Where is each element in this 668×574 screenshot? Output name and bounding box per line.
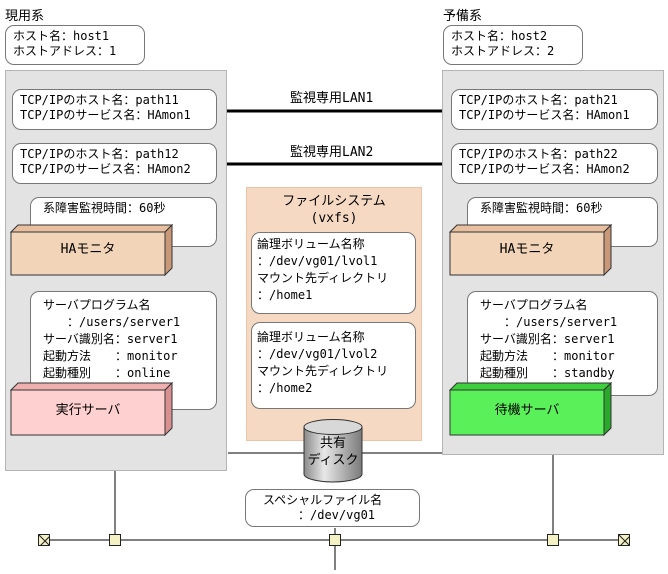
standby-host-info: ホスト名：host2 ホストアドレス：2: [443, 25, 583, 65]
standby-path2-service: TCP/IPのサービス名：HAmon2: [459, 162, 630, 176]
filesystem-type: (vxfs): [310, 211, 358, 226]
active-path2-box: TCP/IPのホスト名：path12 TCP/IPのサービス名：HAmon2: [12, 143, 217, 184]
volume2-box: 論理ボリューム名称 ：/dev/vg01/lvol2 マウント先ディレクトリ ：…: [251, 322, 416, 409]
shared-disk-label-2: ディスク: [307, 453, 359, 468]
standby-server-line-4: 起動方法 ：monitor: [480, 349, 615, 363]
left-terminator-icon: [38, 534, 50, 546]
shared-disk-label-1: 共有: [319, 436, 346, 451]
active-path2-host: TCP/IPのホスト名：path12: [20, 147, 179, 161]
lan1-label: 監視専用LAN1: [290, 91, 374, 106]
special-file-box: スペシャルファイル名 ：/dev/vg01: [245, 489, 420, 527]
active-ha-monitor-block: [10, 224, 174, 276]
active-ha-monitor-label: HAモニタ: [60, 242, 116, 257]
active-server-line-2: ：/users/server1: [43, 315, 181, 329]
standby-system-label: 予備系: [443, 9, 483, 24]
volume1-line-4: ：/home1: [257, 288, 313, 302]
volume2-line-1: 論理ボリューム名称: [257, 330, 365, 344]
active-failure-time: 系障害監視時間：60秒: [43, 201, 166, 215]
standby-server-line-5: 起動種別 ：standby: [480, 366, 615, 380]
standby-server-info-box: サーバプログラム名 ：/users/server1 サーバ識別名：server1…: [467, 291, 658, 396]
standby-ha-monitor-label: HAモニタ: [499, 242, 555, 257]
standby-failure-time: 系障害監視時間：60秒: [480, 201, 603, 215]
active-bus-node: [109, 534, 121, 546]
volume1-box: 論理ボリューム名称 ：/dev/vg01/lvol1 マウント先ディレクトリ ：…: [251, 232, 416, 314]
volume1-line-3: マウント先ディレクトリ: [257, 271, 389, 285]
volume2-line-3: マウント先ディレクトリ: [257, 364, 389, 378]
shared-disk-icon: [303, 419, 363, 483]
volume1-line-1: 論理ボリューム名称: [257, 237, 365, 251]
volume2-line-2: ：/dev/vg01/lvol2: [257, 347, 378, 361]
disk-bus-node: [329, 534, 341, 546]
special-file-line-2: ：/dev/vg01: [298, 508, 376, 522]
lan2-label: 監視専用LAN2: [290, 145, 374, 160]
standby-ha-monitor-block: [449, 224, 613, 276]
active-path2-service: TCP/IPのサービス名：HAmon2: [20, 162, 191, 176]
standby-server-label: 待機サーバ: [494, 403, 560, 418]
standby-bus-node: [547, 534, 559, 546]
standby-path1-host: TCP/IPのホスト名：path21: [459, 93, 618, 107]
active-server-line-3: サーバ識別名：server1: [43, 332, 178, 346]
standby-host-name: ホスト名：host2: [451, 29, 548, 43]
standby-path2-box: TCP/IPのホスト名：path22 TCP/IPのサービス名：HAmon2: [451, 143, 658, 184]
active-host-name: ホスト名：host1: [13, 29, 110, 43]
active-host-address: ホストアドレス：1: [13, 44, 117, 58]
active-path1-box: TCP/IPのホスト名：path11 TCP/IPのサービス名：HAmon1: [12, 89, 217, 130]
active-path1-host: TCP/IPのホスト名：path11: [20, 93, 179, 107]
special-file-line-1: スペシャルファイル名: [263, 493, 383, 507]
active-host-info: ホスト名：host1 ホストアドレス：1: [5, 25, 145, 65]
standby-host-address: ホストアドレス：2: [451, 44, 555, 58]
active-server-line-4: 起動方法 ：monitor: [43, 349, 178, 363]
volume1-line-2: ：/dev/vg01/lvol1: [257, 254, 378, 268]
standby-server-line-3: サーバ識別名：server1: [480, 332, 615, 346]
active-path1-service: TCP/IPのサービス名：HAmon1: [20, 108, 191, 122]
volume2-line-4: ：/home2: [257, 381, 313, 395]
active-system-label: 現用系: [5, 9, 45, 24]
active-server-label: 実行サーバ: [55, 403, 121, 418]
filesystem-title: ファイルシステム: [282, 194, 386, 209]
standby-server-block: [449, 382, 613, 436]
standby-path1-box: TCP/IPのホスト名：path21 TCP/IPのサービス名：HAmon1: [451, 89, 658, 130]
standby-path1-service: TCP/IPのサービス名：HAmon1: [459, 108, 630, 122]
active-server-block: [10, 382, 174, 436]
standby-path2-host: TCP/IPのホスト名：path22: [459, 147, 618, 161]
active-server-line-5: 起動種別 ：online: [43, 366, 171, 380]
right-terminator-icon: [618, 534, 630, 546]
standby-server-line-1: サーバプログラム名: [480, 298, 588, 312]
active-server-line-1: サーバプログラム名: [43, 298, 151, 312]
standby-server-line-2: ：/users/server1: [480, 315, 618, 329]
